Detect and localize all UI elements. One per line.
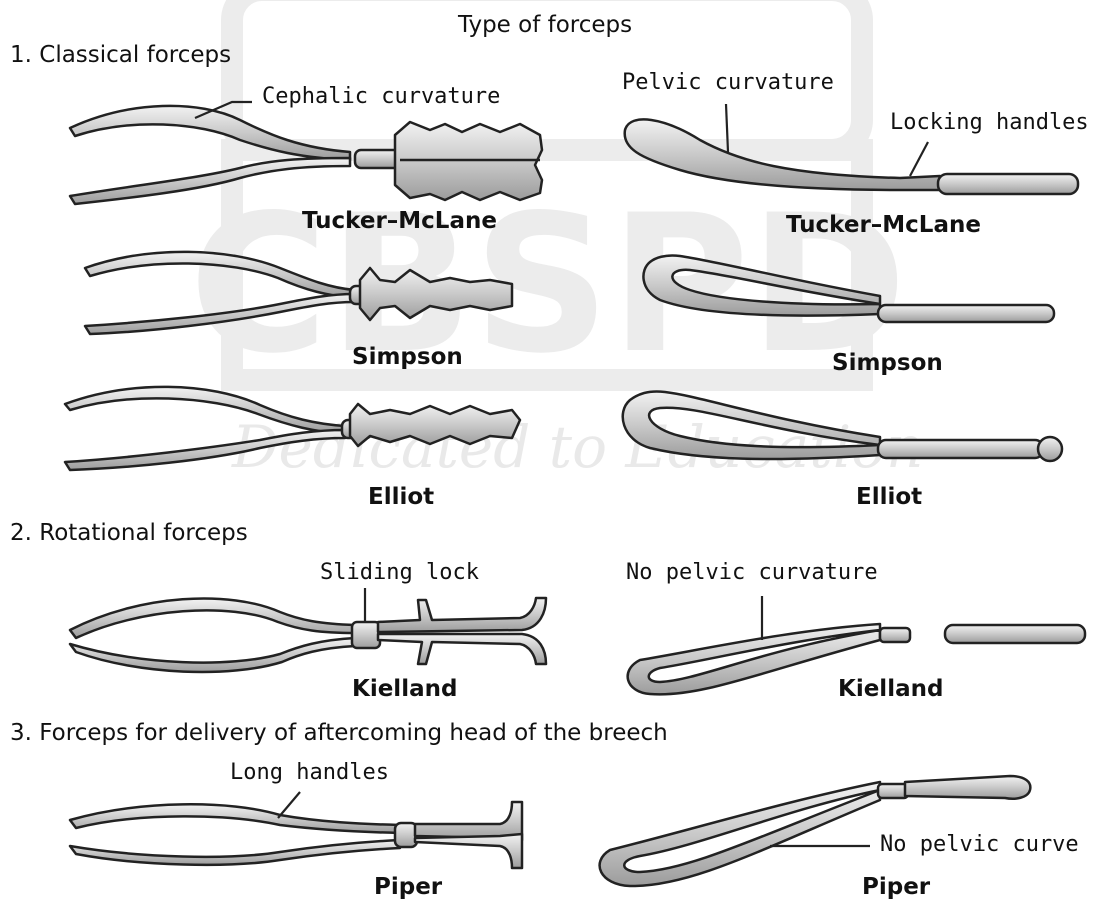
elliot-lateral-view	[623, 391, 1062, 461]
label-kielland-left: Kielland	[352, 678, 457, 701]
simpson-lateral-view	[643, 255, 1054, 322]
simpson-side-view	[85, 252, 512, 334]
callout-locking-handles: Locking handles	[890, 112, 1089, 134]
section-2-heading: 2. Rotational forceps	[10, 522, 248, 545]
kielland-side-view	[70, 598, 546, 672]
section-3-heading: 3. Forceps for delivery of aftercoming h…	[10, 722, 668, 745]
callout-cephalic-curvature: Cephalic curvature	[262, 86, 500, 108]
label-tucker-mclane-right: Tucker–McLane	[786, 214, 981, 237]
callout-line-locking	[910, 142, 928, 176]
callout-no-pelvic-curvature: No pelvic curvature	[626, 562, 878, 584]
elliot-side-view	[65, 387, 520, 470]
label-piper-right: Piper	[862, 876, 930, 899]
callout-long-handles: Long handles	[230, 762, 389, 784]
label-kielland-right: Kielland	[838, 678, 943, 701]
callout-sliding-lock: Sliding lock	[320, 562, 479, 584]
label-elliot-right: Elliot	[856, 486, 922, 509]
label-piper-left: Piper	[374, 876, 442, 899]
section-1-heading: 1. Classical forceps	[10, 44, 231, 67]
callout-no-pelvic-curve: No pelvic curve	[880, 834, 1079, 856]
callout-pelvic-curvature: Pelvic curvature	[622, 72, 834, 94]
callout-line-pelvic	[726, 104, 728, 152]
callout-line-long-handles	[278, 792, 300, 818]
piper-side-view	[70, 802, 522, 868]
label-tucker-mclane-left: Tucker–McLane	[302, 210, 497, 233]
label-simpson-right: Simpson	[832, 352, 943, 375]
label-elliot-left: Elliot	[368, 486, 434, 509]
tucker-mclane-side-view	[70, 106, 542, 204]
label-simpson-left: Simpson	[352, 346, 463, 369]
figure-title: Type of forceps	[458, 14, 632, 37]
piper-lateral-view	[600, 776, 1031, 886]
